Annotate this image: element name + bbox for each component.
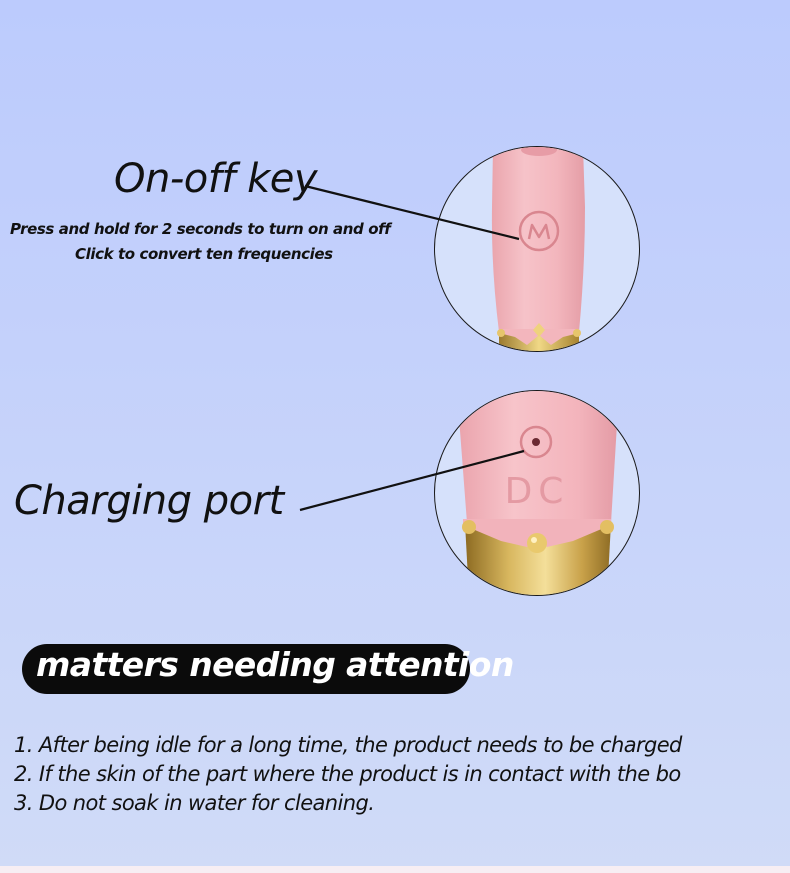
charging-port-icon [519, 425, 553, 459]
charging-pointer-line [299, 449, 525, 512]
on-off-key-title: On-off key [114, 156, 318, 202]
device-body-top-illustration [491, 147, 585, 351]
attention-title: matters needing attention [36, 645, 514, 684]
attention-note-3: 3. Do not soak in water for cleaning. [14, 791, 375, 815]
attention-note-2: 2. If the skin of the part where the pro… [14, 762, 681, 786]
attention-note-1: 1. After being idle for a long time, the… [14, 733, 682, 757]
on-off-pointer-line [304, 184, 520, 241]
attention-label-pill [22, 644, 470, 694]
on-off-instruction-click: Click to convert ten frequencies [75, 245, 333, 263]
power-button-icon [518, 210, 560, 252]
bottom-divider-strip [0, 866, 790, 873]
charging-port-title: Charging port [14, 478, 284, 524]
charging-port-closeup: DC [434, 390, 640, 596]
on-off-key-closeup [434, 146, 640, 352]
device-body-bottom-illustration: DC [457, 391, 619, 595]
dc-marking: DC [505, 471, 570, 512]
on-off-instruction-hold: Press and hold for 2 seconds to turn on … [10, 220, 391, 238]
